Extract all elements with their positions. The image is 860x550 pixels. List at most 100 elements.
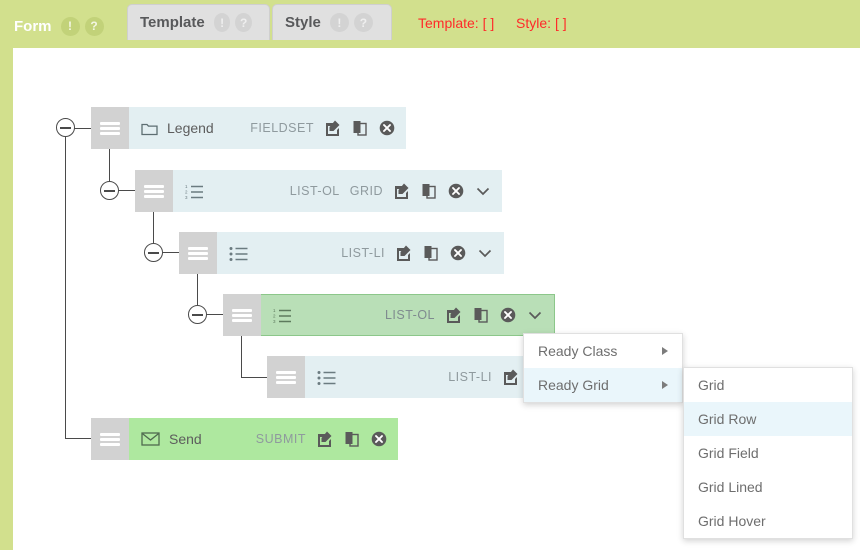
tree-branch-list-ol-sel [206,314,223,315]
edit-icon[interactable] [445,306,463,324]
delete-icon[interactable] [449,244,467,262]
ordered-list-icon: 1 2 3 [273,307,292,323]
row-list-li-1[interactable]: LIST-LI [179,232,504,274]
tab-style[interactable]: Style ! ? [272,4,392,40]
tree-line-legend-child [109,149,110,191]
folder-icon [141,121,158,136]
delete-icon[interactable] [370,430,388,448]
tab-template-alert-badge[interactable]: ! [213,13,231,32]
edit-icon[interactable] [324,119,342,137]
submenu-item-grid-hover-label: Grid Hover [698,513,766,529]
edit-icon[interactable] [393,182,411,200]
left-accent-strip [0,48,13,550]
tab-style-label: Style [285,14,321,31]
bullet-list-icon [317,369,336,385]
submenu-item-grid-lined[interactable]: Grid Lined [684,470,852,504]
tree-branch-send [65,438,91,439]
delete-icon[interactable] [447,182,465,200]
tree-trunk-line [65,137,66,439]
row-list-ol-selected[interactable]: 1 2 3 LIST-OL [223,294,555,336]
row-list-ol-selected-tag-type: LIST-OL [384,308,435,322]
row-list-ol-grid-tag-type: LIST-OL [289,184,340,198]
tab-form-alert-badge[interactable]: ! [60,16,80,36]
svg-text:3: 3 [273,319,276,323]
row-send[interactable]: Send SUBMIT [91,418,398,460]
envelope-icon [141,432,160,446]
row-list-li-2-tag-type: LIST-LI [448,370,492,384]
chevron-down-icon[interactable] [476,244,494,262]
submenu-item-grid-row[interactable]: Grid Row [684,402,852,436]
svg-text:1: 1 [273,308,276,313]
tree-toggle-legend[interactable] [100,181,119,200]
row-send-tag-type: SUBMIT [255,432,306,446]
copy-icon[interactable] [343,430,361,448]
menu-item-ready-class[interactable]: Ready Class [524,334,682,368]
menu-item-ready-grid-label: Ready Grid [538,377,609,393]
context-submenu[interactable]: Grid Grid Row Grid Field Grid Lined Grid… [683,367,853,539]
svg-text:2: 2 [273,314,276,319]
row-legend[interactable]: Legend FIELDSET [91,107,406,149]
tab-template[interactable]: Template ! ? [127,4,270,40]
row-list-ol-selected-body[interactable]: 1 2 3 LIST-OL [261,294,555,336]
header-status: Template: [ ] Style: [ ] [418,15,567,31]
copy-icon[interactable] [422,244,440,262]
context-menu[interactable]: Ready Class Ready Grid [523,333,683,403]
row-list-li-2[interactable]: LIST-LI [267,356,557,398]
row-list-ol-grid-tag-class: GRID [349,184,383,198]
chevron-down-icon[interactable] [474,182,492,200]
delete-icon[interactable] [378,119,396,137]
submenu-item-grid-field[interactable]: Grid Field [684,436,852,470]
row-list-li-1-tag-type: LIST-LI [341,246,385,260]
svg-text:1: 1 [185,184,188,189]
tab-form[interactable]: Form ! ? [2,4,125,48]
tree-line-listli-child [197,273,198,315]
drag-handle-icon[interactable] [223,294,261,336]
tab-template-help-badge[interactable]: ? [235,13,252,32]
submenu-item-grid-lined-label: Grid Lined [698,479,763,495]
row-list-ol-grid[interactable]: 1 2 3 LIST-OL GRID [135,170,502,212]
chevron-right-icon [662,347,668,355]
row-list-li-2-body[interactable]: LIST-LI [305,356,557,398]
copy-icon[interactable] [351,119,369,137]
header-template-status: Template: [ ] [418,15,495,31]
menu-item-ready-grid[interactable]: Ready Grid [524,368,682,402]
delete-icon[interactable] [499,306,517,324]
tree-toggle-list-ol[interactable] [144,243,163,262]
row-legend-body[interactable]: Legend FIELDSET [129,107,406,149]
row-send-label: Send [169,431,202,447]
header-style-status: Style: [ ] [516,15,567,31]
chevron-down-icon[interactable] [526,306,544,324]
drag-handle-icon[interactable] [179,232,217,274]
drag-handle-icon[interactable] [91,418,129,460]
submenu-item-grid[interactable]: Grid [684,368,852,402]
tree-branch-legend [74,128,91,129]
copy-icon[interactable] [420,182,438,200]
row-list-li-1-body[interactable]: LIST-LI [217,232,504,274]
ordered-list-icon: 1 2 3 [185,183,204,199]
tree-branch-list-ol [118,190,135,191]
edit-icon[interactable] [502,368,520,386]
menu-item-ready-class-label: Ready Class [538,343,618,359]
chevron-right-icon [662,381,668,389]
tree-toggle-list-li[interactable] [188,305,207,324]
row-legend-label: Legend [167,120,214,136]
row-list-ol-grid-body[interactable]: 1 2 3 LIST-OL GRID [173,170,502,212]
tree-toggle-root[interactable] [56,118,75,137]
copy-icon[interactable] [472,306,490,324]
edit-icon[interactable] [395,244,413,262]
tab-style-alert-badge[interactable]: ! [329,13,349,32]
drag-handle-icon[interactable] [91,107,129,149]
submenu-item-grid-hover[interactable]: Grid Hover [684,504,852,538]
tree-line-selected-child [241,335,242,377]
drag-handle-icon[interactable] [267,356,305,398]
tab-template-label: Template [140,14,205,31]
svg-text:3: 3 [185,195,188,199]
tab-style-help-badge[interactable]: ? [353,13,373,32]
tree-branch-list-li [162,252,179,253]
tab-form-help-badge[interactable]: ? [84,16,104,36]
tree-branch-list-li-2 [241,377,267,378]
drag-handle-icon[interactable] [135,170,173,212]
row-send-body[interactable]: Send SUBMIT [129,418,398,460]
bullet-list-icon [229,245,248,261]
edit-icon[interactable] [316,430,334,448]
